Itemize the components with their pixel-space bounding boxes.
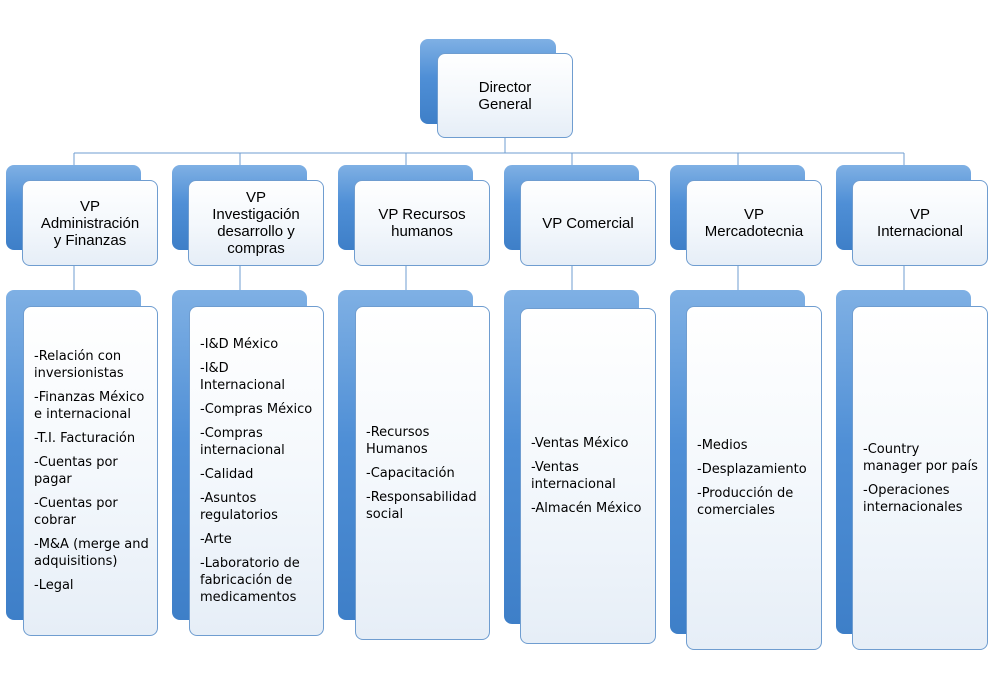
detail-internacional-list: -Country manager por país -Operaciones i…: [863, 441, 981, 516]
list-item: -Arte: [200, 532, 232, 547]
list-item: -Medios: [697, 438, 748, 453]
list-item: -Almacén México: [531, 501, 642, 516]
list-item: -Desplazamiento: [697, 462, 807, 477]
vp-administracion-title: VP Administración y Finanzas: [40, 197, 140, 249]
list-item: -Cuentas por pagar: [34, 455, 118, 487]
list-item: -Finanzas México e internacional: [34, 390, 145, 422]
list-item: -Legal: [34, 578, 74, 593]
list-item: -Relación con inversionistas: [34, 349, 124, 381]
vp-investigacion-title: VP Investigación desarrollo y compras: [212, 189, 300, 257]
list-item: -Cuentas por cobrar: [34, 496, 118, 528]
vp-recursos-humanos-title: VP Recursos humanos: [378, 206, 466, 240]
list-item: -Calidad: [200, 467, 254, 482]
list-item: -Recursos Humanos: [366, 424, 430, 457]
vp-mercadotecnia-title: VP Mercadotecnia: [704, 206, 804, 240]
list-item: -Operaciones internacionales: [863, 482, 963, 515]
list-item: -Country manager por país: [863, 441, 978, 474]
detail-comercial-list: -Ventas México -Ventas internacional -Al…: [531, 435, 649, 517]
list-item: -Ventas México: [531, 436, 629, 451]
list-item: -Asuntos regulatorios: [200, 491, 278, 523]
vp-comercial-title: VP Comercial: [542, 214, 634, 232]
director-title: Director General: [478, 78, 532, 113]
detail-recursos-humanos-list: -Recursos Humanos -Capacitación -Respons…: [366, 424, 483, 523]
vp-internacional-title: VP Internacional: [877, 206, 963, 240]
list-item: -T.I. Facturación: [34, 431, 136, 446]
detail-administracion-list: -Relación con inversionistas -Finanzas M…: [34, 348, 151, 594]
list-item: -Compras internacional: [200, 426, 285, 458]
list-item: -Responsabilidad social: [366, 489, 477, 522]
list-item: -Ventas internacional: [531, 460, 616, 492]
list-item: -Laboratorio de fabricación de medicamen…: [200, 556, 300, 605]
list-item: -I&D Internacional: [200, 361, 286, 393]
list-item: -Compras México: [200, 402, 313, 417]
detail-investigacion-list: -I&D México -I&D Internacional -Compras …: [200, 336, 317, 606]
list-item: -Capacitación: [366, 465, 455, 481]
list-item: -I&D México: [200, 337, 279, 352]
list-item: -M&A (merge and adquisitions): [34, 537, 149, 569]
detail-mercadotecnia-list: -Medios -Desplazamiento -Producción de c…: [697, 437, 815, 519]
list-item: -Producción de comerciales: [697, 486, 794, 518]
